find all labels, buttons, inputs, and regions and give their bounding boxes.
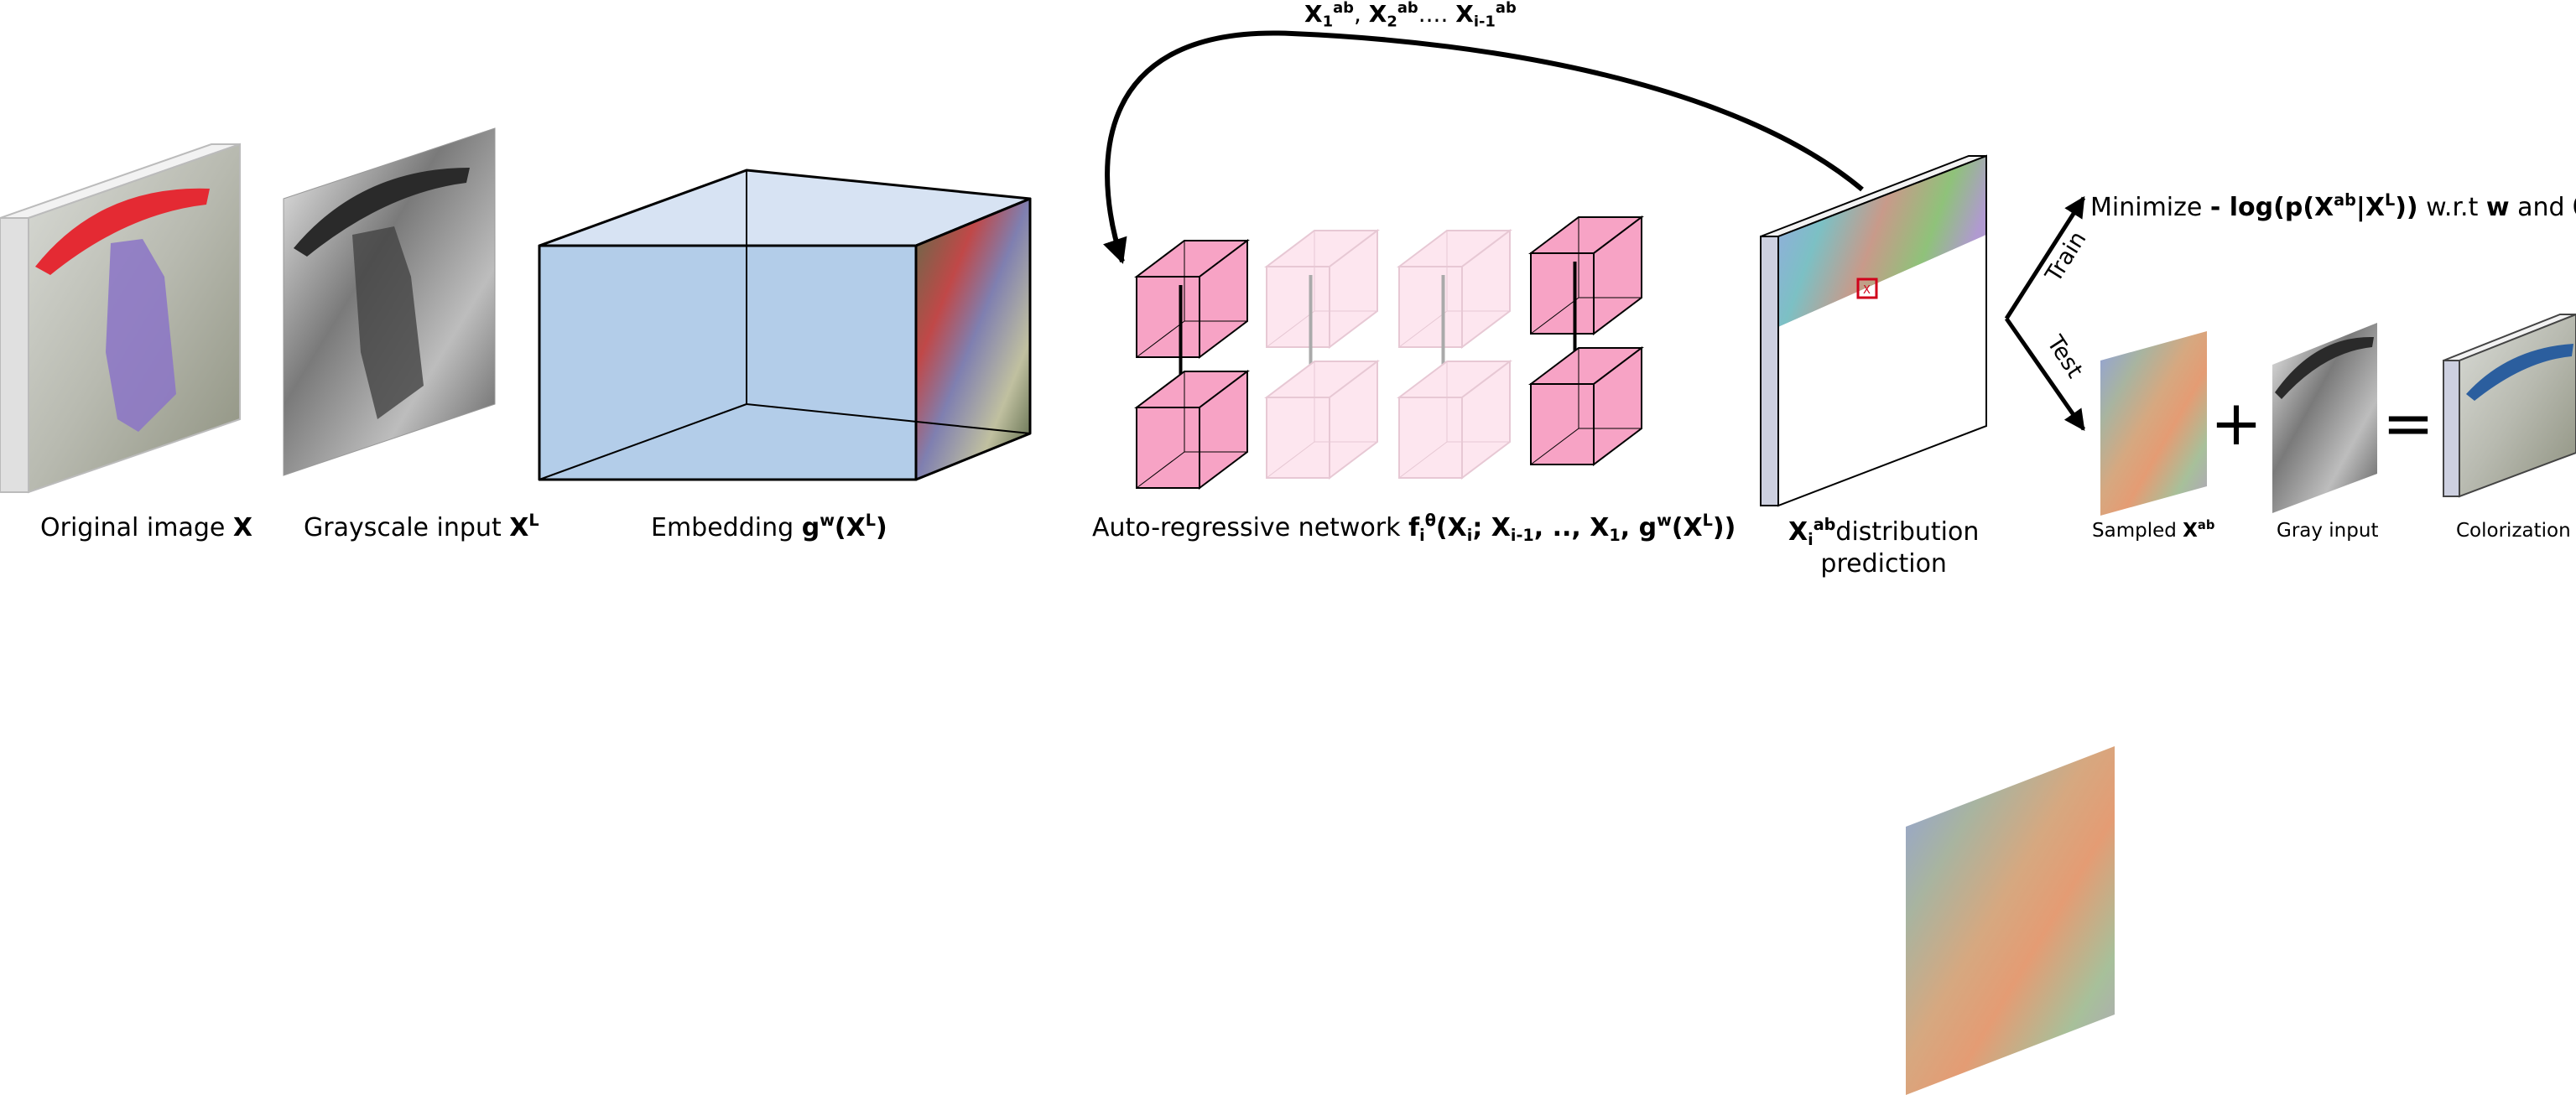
embedding-cube (538, 169, 1032, 481)
distribution-slab: X (1760, 154, 1987, 507)
network-cube (1528, 345, 1644, 467)
label-original-image: Original image X (40, 513, 253, 542)
label-colorization: Colorization (2456, 520, 2571, 542)
autoregressive-cubes (1134, 215, 1644, 490)
original-image-slab (0, 143, 241, 494)
network-cube (1264, 228, 1380, 350)
train-arrow-icon (2004, 195, 2086, 320)
grayscale-image (283, 127, 496, 476)
label-prev-pixels: X1ab, X2ab.... Xi-1ab (1304, 0, 1517, 31)
network-cube (1397, 359, 1512, 480)
cell-marker-label: X (1863, 284, 1871, 297)
test-arrow-icon (2004, 317, 2086, 432)
label-sampled: Sampled Xab (2092, 517, 2215, 542)
sampled-ab-preview (1906, 746, 2115, 1095)
label-distribution: Xiabdistribution prediction (1788, 515, 1980, 579)
label-grayscale-input: Grayscale input XL (304, 511, 539, 542)
sampled-image (2100, 331, 2207, 516)
label-minimize: Minimize - log(p(Xab|XL)) w.r.t w and θ (2090, 190, 2576, 222)
plus-icon: + (2210, 387, 2262, 459)
equals-icon: = (2382, 387, 2434, 459)
train-test-arrows (2004, 195, 2086, 432)
network-cube (1134, 369, 1250, 490)
network-cube (1264, 359, 1380, 480)
curved-arrow-icon (1103, 30, 1864, 264)
red-umbrella (35, 188, 210, 275)
label-gray-input: Gray input (2277, 520, 2379, 542)
network-cube (1528, 215, 1644, 336)
colorization-slab (2443, 313, 2576, 498)
figure-kimono (106, 239, 176, 432)
gray-input-image (2272, 323, 2377, 513)
label-embedding: Embedding gw(XL) (651, 511, 887, 542)
network-cube (1134, 238, 1250, 360)
label-autoregressive: Auto-regressive network fiθ(Xi; Xi-1, ..… (1092, 511, 1736, 545)
test-label: Test (2042, 330, 2089, 382)
distribution-colored-region (1778, 156, 1986, 327)
current-cell-marker (1856, 278, 1878, 299)
network-cube (1397, 228, 1512, 350)
